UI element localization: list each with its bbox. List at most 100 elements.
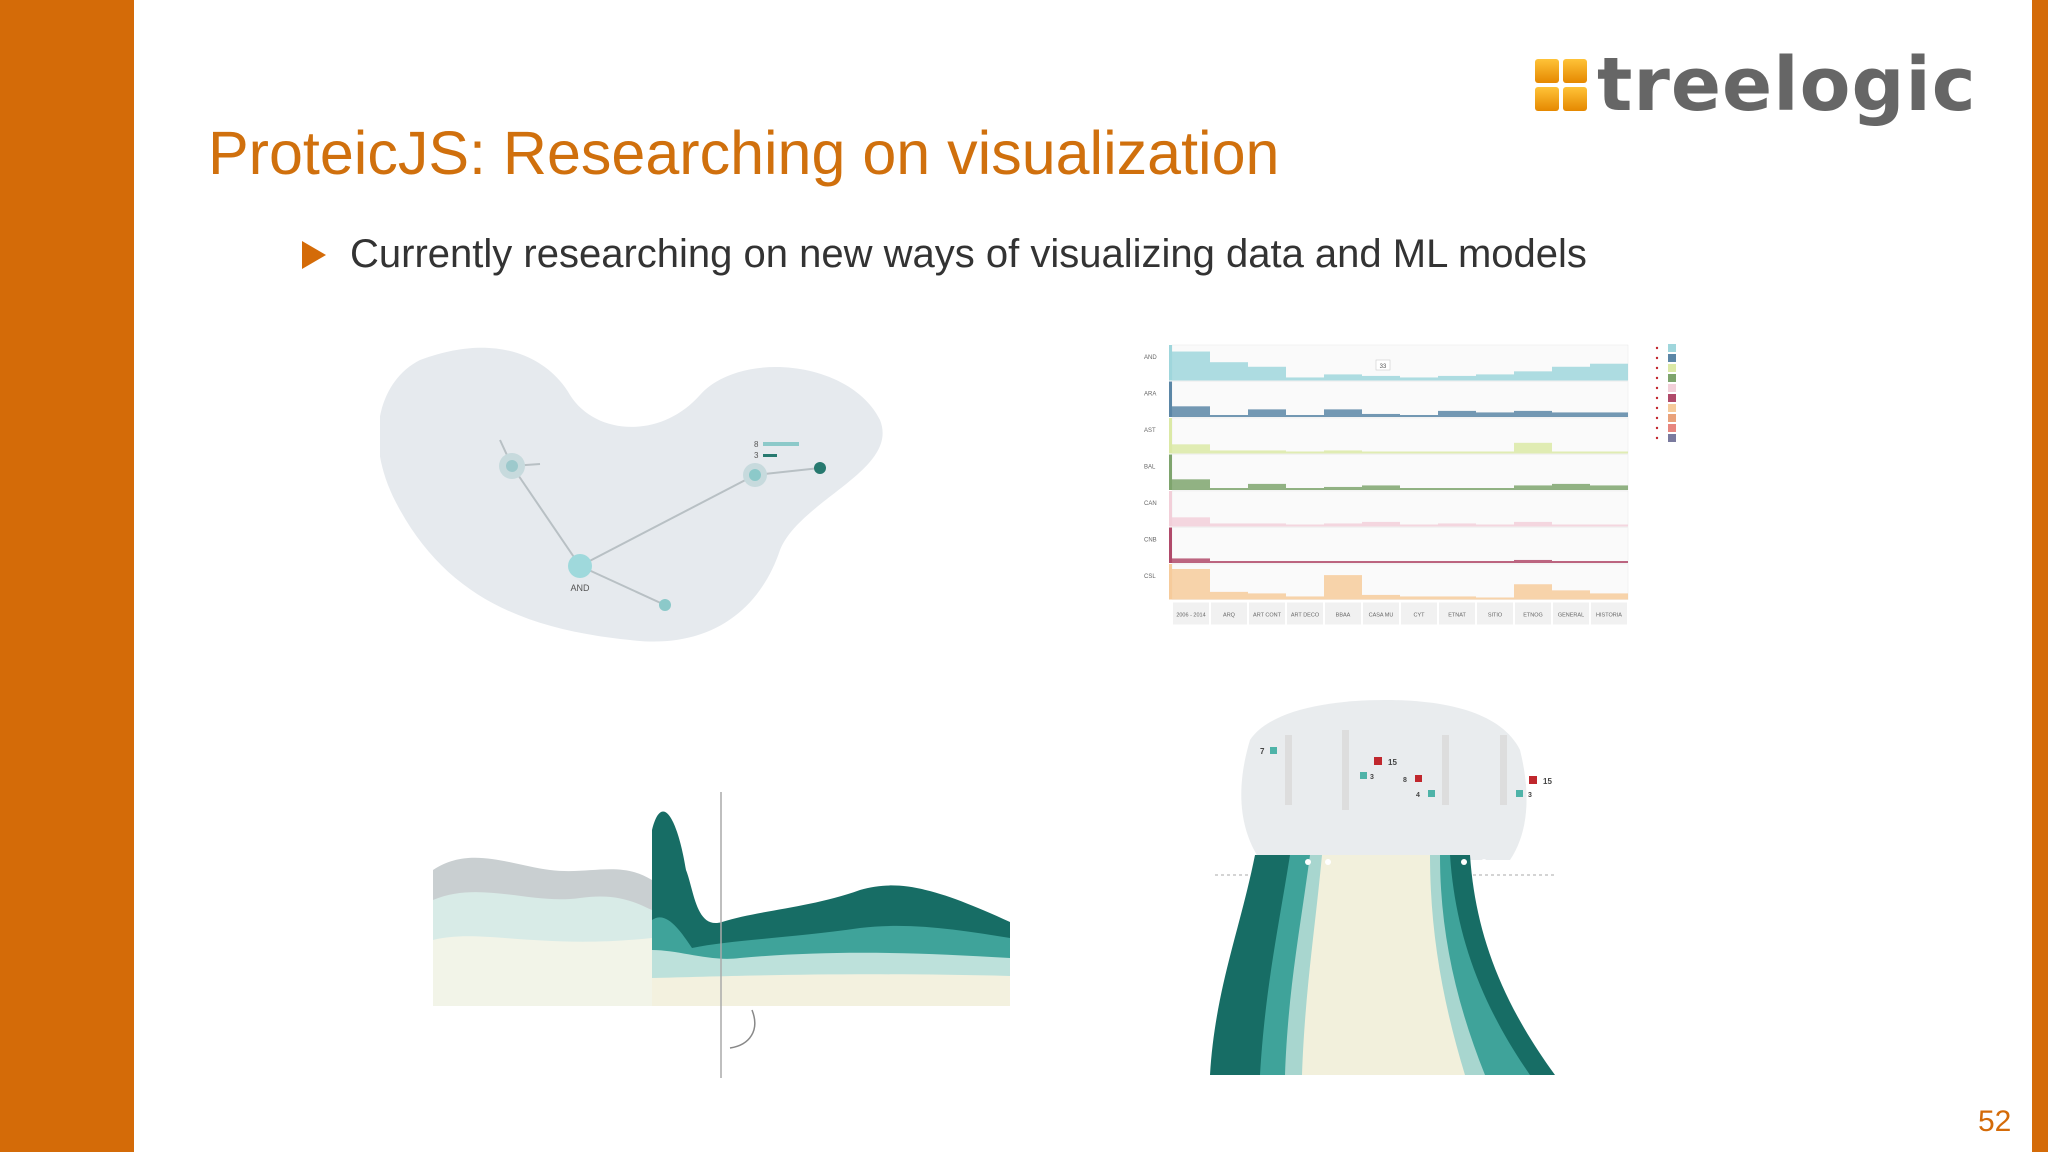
funnel-dot-3	[1461, 859, 1467, 865]
row-bar	[1400, 561, 1438, 563]
column-cell	[1287, 602, 1323, 625]
row-band	[1171, 381, 1629, 418]
left-accent-bar	[0, 0, 134, 1152]
row-bar	[1438, 523, 1476, 527]
row-bar	[1286, 377, 1324, 381]
row-bar	[1514, 371, 1552, 381]
column-label: 2006 - 2014	[1176, 613, 1205, 619]
row-accent	[1169, 564, 1172, 600]
row-bar	[1172, 479, 1210, 490]
legend-swatch	[1668, 414, 1676, 422]
legend-swatch	[1668, 344, 1676, 352]
funnel-marker-1	[1270, 747, 1277, 754]
row-bar	[1248, 561, 1286, 563]
row-bar	[1400, 415, 1438, 417]
row-bar	[1362, 485, 1400, 490]
row-bar	[1514, 485, 1552, 490]
legend-swatch-group	[1655, 344, 1676, 442]
row-bar	[1248, 366, 1286, 381]
row-bar	[1324, 561, 1362, 563]
blob-shape	[380, 347, 883, 642]
legend-dot	[1655, 346, 1659, 350]
row-label: CNB	[1144, 538, 1157, 544]
row-bar	[1172, 444, 1210, 454]
row-bar	[1210, 362, 1248, 381]
right-accent-bar	[2032, 0, 2048, 1152]
triangle-bullet-icon	[302, 240, 326, 269]
row-bar	[1210, 591, 1248, 600]
row-bar	[1552, 412, 1590, 417]
row-band	[1171, 527, 1629, 564]
row-bar	[1590, 593, 1628, 600]
funnel-value-6: 15	[1543, 777, 1552, 786]
funnel-value-3: 3	[1370, 774, 1374, 781]
row-label: CSL	[1144, 574, 1156, 580]
badge-a-bar	[763, 442, 799, 446]
row-label: ARA	[1144, 392, 1156, 398]
row-bar	[1400, 377, 1438, 381]
column-cell	[1325, 602, 1361, 625]
legend-dot	[1655, 426, 1659, 430]
row-bar	[1248, 450, 1286, 454]
row-accent	[1169, 527, 1172, 563]
column-label: GENERAL	[1558, 613, 1584, 619]
row-bar	[1362, 521, 1400, 527]
funnel-dot-4	[1481, 859, 1487, 865]
row-bar	[1400, 596, 1438, 600]
row-bar	[1210, 488, 1248, 490]
treelogic-logo: treelogic	[1535, 45, 1977, 125]
row-bar	[1324, 523, 1362, 527]
row-bar	[1514, 559, 1552, 563]
row-bar	[1324, 374, 1362, 381]
row-bar	[1590, 524, 1628, 527]
funnel-marker-2	[1374, 757, 1382, 765]
funnel-value-2: 15	[1388, 758, 1397, 767]
legend-dot	[1655, 376, 1659, 380]
row-bar	[1438, 375, 1476, 381]
row-bar	[1590, 451, 1628, 454]
row-bar	[1210, 523, 1248, 527]
funnel-dot-1	[1305, 859, 1311, 865]
column-cell	[1401, 602, 1437, 625]
row-bar	[1172, 569, 1210, 600]
slider-4	[1500, 735, 1507, 805]
row-bar	[1552, 451, 1590, 454]
row-bar	[1172, 558, 1210, 563]
legend-dot	[1655, 366, 1659, 370]
row-bar	[1248, 409, 1286, 417]
row-bar	[1324, 409, 1362, 417]
row-label: CAN	[1144, 501, 1157, 507]
row-bar	[1476, 561, 1514, 563]
row-bar	[1476, 412, 1514, 417]
column-label: CASA MU	[1369, 613, 1394, 619]
funnel-top-gradient	[1241, 700, 1527, 860]
bullet-text: Currently researching on new ways of vis…	[350, 232, 1587, 276]
legend-dot	[1655, 396, 1659, 400]
stream-cream-left-layer	[433, 936, 652, 1006]
row-bar	[1248, 483, 1286, 490]
row-bar	[1552, 524, 1590, 527]
row-bar	[1400, 451, 1438, 454]
legend-dot	[1655, 436, 1659, 440]
row-bar	[1362, 375, 1400, 381]
rotate-arrow-icon	[729, 1009, 756, 1049]
row-label: BAL	[1144, 465, 1156, 471]
bullet-item: Currently researching on new ways of vis…	[302, 232, 1587, 277]
column-cell	[1211, 602, 1247, 625]
row-accent	[1169, 454, 1172, 490]
stream-graph-visualization	[433, 792, 1010, 1078]
row-bar	[1438, 596, 1476, 600]
row-bar	[1286, 451, 1324, 454]
page-number: 52	[1978, 1105, 2012, 1138]
row-bar	[1210, 450, 1248, 454]
row-bar	[1514, 584, 1552, 600]
logo-text: treelogic	[1597, 42, 1977, 128]
badge-a-label: 8	[754, 440, 759, 449]
funnel-marker-7	[1516, 790, 1523, 797]
row-bar	[1172, 351, 1210, 381]
badge-b-bar	[763, 454, 777, 457]
funnel-marker-6	[1529, 776, 1537, 784]
column-label: ART CONT	[1253, 613, 1282, 619]
